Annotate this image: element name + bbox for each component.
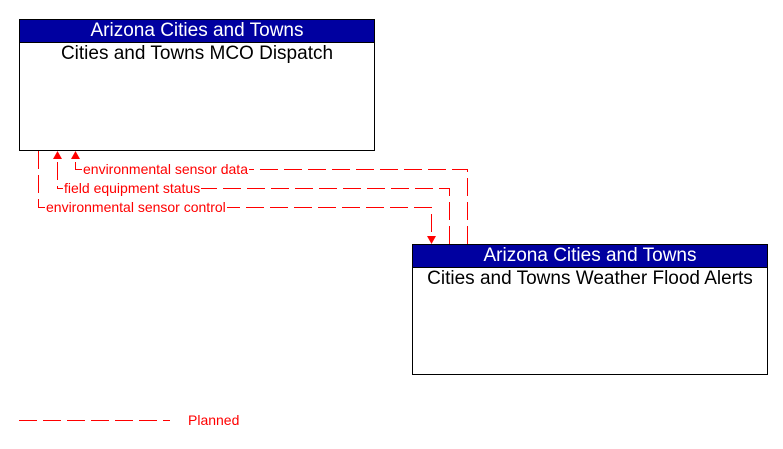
- flow-line-field-equipment-status: [57, 158, 450, 244]
- arrow-up-icon: [71, 151, 80, 159]
- weather-flood-alerts-header: Arizona Cities and Towns: [413, 245, 767, 268]
- legend-planned-label: Planned: [188, 412, 240, 428]
- flow-label-environmental-sensor-control: environmental sensor control: [45, 199, 227, 215]
- weather-flood-alerts-title: Cities and Towns Weather Flood Alerts: [427, 268, 753, 289]
- arrow-up-icon: [53, 151, 62, 159]
- weather-flood-alerts-box[interactable]: Arizona Cities and Towns Cities and Town…: [412, 244, 768, 375]
- arrow-down-icon: [427, 236, 436, 244]
- flow-line-environmental-sensor-control: [38, 151, 432, 236]
- flow-label-environmental-sensor-data: environmental sensor data: [82, 161, 249, 177]
- mco-dispatch-box[interactable]: Arizona Cities and Towns Cities and Town…: [19, 19, 375, 151]
- flow-label-field-equipment-status: field equipment status: [63, 180, 202, 196]
- mco-dispatch-title: Cities and Towns MCO Dispatch: [60, 43, 334, 64]
- mco-dispatch-header: Arizona Cities and Towns: [20, 20, 374, 43]
- flow-line-environmental-sensor-data: [75, 158, 468, 244]
